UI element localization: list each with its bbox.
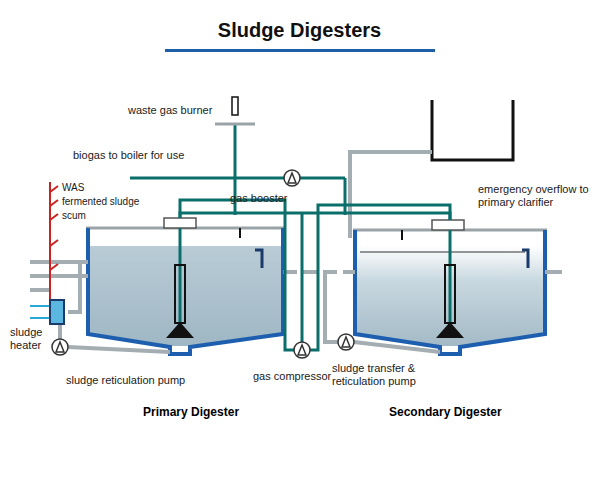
pump-label: sludge transfer & reticulation pump [332,362,432,388]
hopper [432,100,513,160]
tank-name: Secondary Digester [389,406,502,419]
tank-name: Primary Digester [143,406,239,419]
overflow-label: emergency overflow to primary clarifier [478,183,594,209]
primary-sludge [90,246,281,346]
pump-label: sludge reticulation pump [66,374,185,387]
primary-dome [164,218,196,228]
waste-gas-burner [232,97,238,115]
feed-label: fermented sludge [62,195,139,209]
title-underline [165,49,435,52]
pumps [52,170,354,358]
diagram-title: Sludge Digesters [0,19,599,42]
sludge-heater [50,300,64,324]
secondary-dome [432,220,464,230]
pump-label: gas compressor [253,370,331,383]
feed-label: WAS [62,181,84,195]
pump-label: gas booster [230,192,287,205]
biogas-label: biogas to boiler for use [73,149,184,162]
secondary-tank-wall [355,230,545,354]
heater-label: sludge heater [10,326,50,352]
burner-label: waste gas burner [128,104,212,117]
primary-tank-wall [88,228,283,354]
feed-label: scum [62,209,86,223]
